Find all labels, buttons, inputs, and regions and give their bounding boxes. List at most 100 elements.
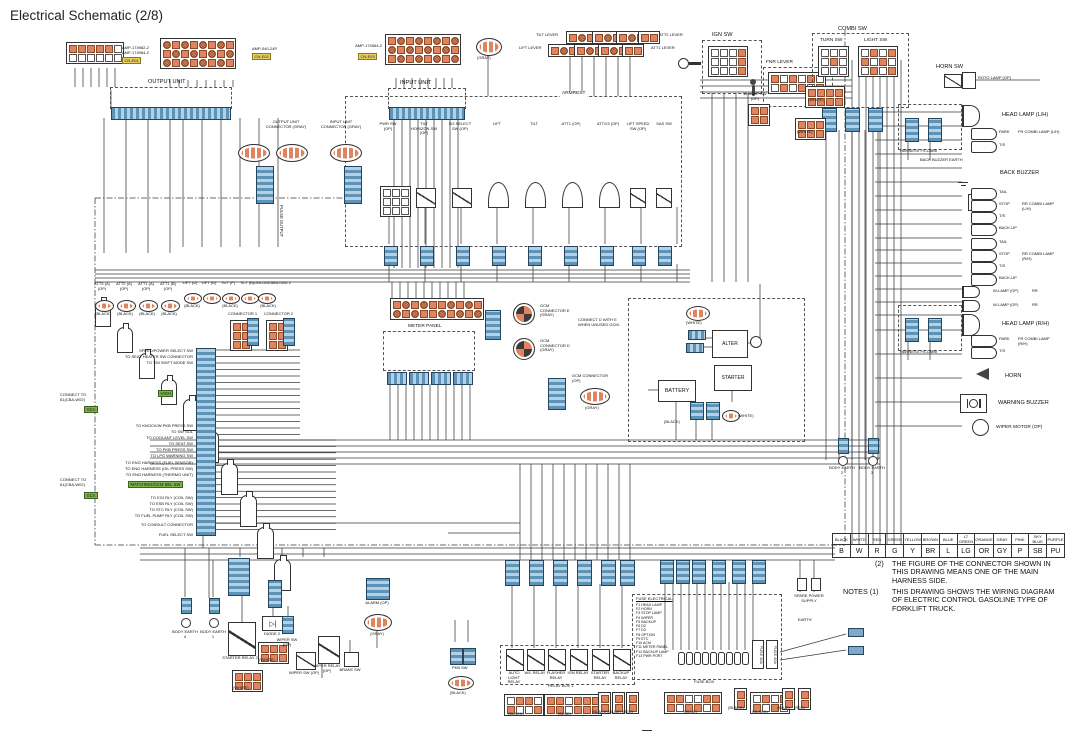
combi-harness-connector [868,108,883,132]
input-unit-connector-label: INPUT UNIT CONNECTOR (GRAY) [320,119,362,129]
fr-combi-rh-seg [971,335,997,347]
connect-note: CONNECT TO 61(CBA-W02) [60,477,87,487]
fuse-harness-connector [712,560,726,584]
fuse-symbol [686,652,693,665]
wire-dest-label: TO ENG HARNESS (OIL PRESS SW) [124,466,193,471]
spare-power-label: SPARE POWER SUPPLY [794,593,824,603]
connect-note: CONNECT TO 61(CBA-W02) [60,392,87,402]
relay-label: IGN RELAY [567,670,589,675]
fr-combi-rh-label: FR COMBI LAMP (R/H) [1018,336,1050,346]
body-earth2-icon [838,456,848,466]
pin-strip [548,378,566,410]
white-label: (WHITE) [808,97,824,102]
solenoid-connector [258,293,276,304]
relay-symbol [570,649,588,671]
brake-sw-symbol [344,652,359,667]
armrest-connector [564,246,578,266]
combi-sw-label: COMBI SW [838,26,867,32]
switch-label: SAS SW [656,121,672,126]
body-earth2-label: BODY EARTH 2 [829,465,855,475]
meter-pin-strip [409,372,429,385]
gcm-connector-e-label: GCM CONNECTOR E (GRAY) [540,303,570,318]
fr-combi-lh-seg [971,141,997,153]
gcm-op-connector [580,388,610,405]
gcm-connector-d-icon [513,338,535,360]
white-connector [722,410,740,422]
wiper-motor-label: WIPER MOTOR (OP) [996,425,1043,430]
relay-harness-connector [577,560,592,586]
relay-label: FLASHER RELAY [546,670,566,680]
horn-sw-label: HORN SW [936,64,964,70]
gray-label: (GRAY) [477,55,491,60]
horn-sw-symbol [944,74,962,88]
combi-sw-box [812,33,909,108]
white-label: (WHITE) [738,413,754,418]
earth-icon [958,182,968,189]
relay-symbol [592,649,610,671]
wire-dest-label: TO COOLANT LEVEL SW [146,435,193,440]
rr-combi-rh-label: RR COMBI LAMP (R/H) [1022,251,1054,261]
body-earth3-pin [868,438,879,454]
wiper-relay-label: WIPER RELAY (OP) [313,663,341,673]
solenoid-label: ATT1 (A) (OP) [138,281,154,291]
warning-buzzer-icon [960,394,987,413]
connect-badge: GCA [84,406,99,413]
fuse-symbol [710,652,717,665]
rr-label: RR [1032,302,1038,307]
wiper-relay-box [318,636,340,664]
tail-pin-label: TAIL [999,189,1008,194]
black-label: (BLACK) [184,303,200,308]
tilt-sw-symbol [525,182,546,208]
connector-grid-small [66,42,124,64]
alternator-box: ALTER [712,330,748,358]
att2-lever-label: ATT2 LEVER [659,32,683,37]
slow-blow-fuse: FUSE 40A [752,640,764,669]
body-earth4-label: BODY EARTH 4 [172,629,198,639]
relay-harness-connector [505,560,520,586]
pin-connector [268,580,282,608]
backup-pin-label: BACK-UP [999,275,1017,280]
armrest-box [345,96,682,247]
ts-pin-label: T/S [999,263,1006,268]
fnr-lever-icon [750,79,756,96]
wire-dest-label: TO SEAT HEATER SW CONNECTOR [124,354,193,359]
relay-box1 [500,645,635,685]
fusible-link [688,330,706,340]
note1-text: THIS DRAWING SHOWS THE WIRING DIAGRAM OF… [892,587,1055,613]
turn-sw-connector [818,46,849,77]
white-connector [232,670,263,692]
rr-combi-lh-seg [971,212,997,224]
harness-connector [905,118,919,142]
solenoid-label: LIFT (U) [182,280,198,285]
connector-code-badge: CN-E03 [358,53,378,60]
white-label: (WHITE) [259,657,275,662]
fuse-box-connector [734,688,747,710]
starter-box: STARTER [714,365,752,391]
power-section-box [628,298,805,442]
white-connector [686,306,710,321]
output-unit-connector-label: OUTPUT UNIT CONNECTOR (GRAY) [265,119,307,129]
ts-pin-label: T/S [999,213,1006,218]
solenoid-connector [222,293,240,304]
blue-label: (BLUE) [608,709,622,714]
round-connector-gray [476,38,502,56]
armrest-connector [420,246,434,266]
gcm-note: CONNECT D WITH E WHEN UNUSED GCM. [578,317,620,327]
fuse-symbol [742,652,749,665]
black-label: (BLACK) [592,709,608,714]
solenoid-connector [203,293,221,304]
solenoid [257,523,274,559]
ign-sw-box [702,40,762,94]
connect-badge: GCA [84,492,99,499]
black-label: (BLACK) [95,311,111,316]
warning-buzzer-label: WARNING BUZZER [998,400,1049,406]
connector-grid-input [385,34,461,65]
wire-tag [848,628,864,637]
input-unit-pin-strip [389,107,465,120]
diode2-label: DIODE 2 [264,631,281,636]
spare-plug-icon [811,578,821,591]
white-connector [805,86,845,108]
output-unit-pin-strip [111,107,231,120]
alarm-connector [366,578,390,600]
